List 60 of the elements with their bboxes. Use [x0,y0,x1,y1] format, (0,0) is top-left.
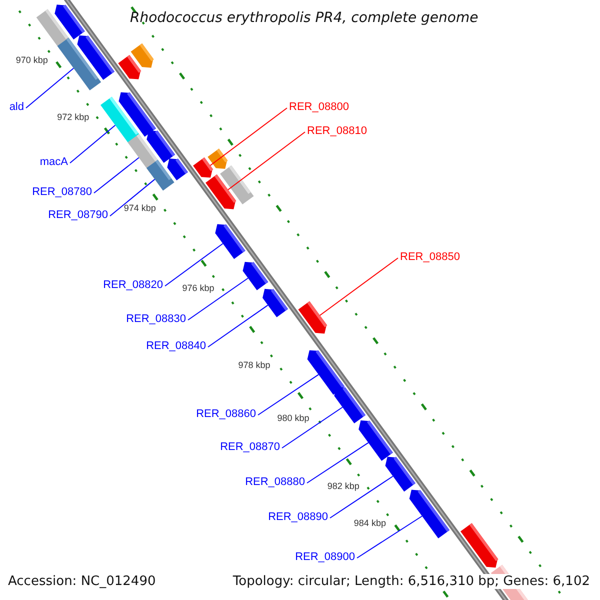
gene-block [242,262,268,290]
scale-label: 984 kbp [354,518,386,528]
leader-line [356,516,423,558]
leader-line [188,278,249,320]
gene-label: RER_08900 [295,551,355,564]
gene-block [118,92,156,137]
gene-label: RER_08890 [268,511,328,524]
gene-label: RER_08840 [146,340,206,353]
gene-block [358,420,393,461]
leader-line [282,406,343,448]
gene-label: RER_08880 [245,476,305,489]
scale-label: 972 kbp [57,112,90,122]
leader-line [228,132,306,190]
scale-label: 978 kbp [238,360,270,370]
leader-line [164,243,224,286]
gene-label: RER_08860 [196,408,256,421]
gene-label: RER_08790 [48,209,108,222]
leader-line [94,157,140,194]
gene-label: RER_08850 [400,251,460,264]
gene-block [298,301,328,334]
gene-label: RER_08870 [220,441,280,454]
gene-label: RER_08780 [32,186,92,199]
leader-line [26,68,74,108]
gene-block [460,523,498,568]
gene-block [54,4,85,40]
gene-label: macA [40,156,68,169]
scale-label: 980 kbp [277,412,310,423]
leader-line [330,476,394,518]
leader-line [306,442,369,484]
gene-block [118,54,142,80]
leader-line [258,374,320,416]
gene-block [334,386,366,424]
leader-line [210,108,288,166]
title: Rhodococcus erythropolis PR4, complete genome [130,10,478,26]
gene-label: RER_08820 [103,279,163,292]
scale-label: 982 kbp [327,481,360,492]
gene-block [146,130,176,163]
gene-block [193,157,214,178]
gene-label: RER_08800 [289,101,349,114]
gene-block [307,350,345,395]
gene-block [409,490,450,538]
gene-block [208,148,228,169]
gene-block [167,158,188,180]
genome-info-label: Topology: circular; Length: 6,516,310 bp; Genes: 6,102 [230,574,592,589]
leader-line [110,178,156,216]
gene-box [220,165,254,204]
gene-label: RER_08810 [307,125,367,138]
scale-label: 976 kbp [182,282,214,293]
accession-label: Accession: NC_012490 [8,574,156,589]
gene-block [385,456,416,492]
leader-line [208,304,268,348]
scale-label: 970 kbp [16,55,48,66]
gene-label: ald [9,101,24,114]
leader-line [319,258,398,316]
gene-label: RER_08830 [126,313,186,326]
scale-label: 974 kbp [124,203,156,214]
leader-line [70,124,116,164]
gene-block [215,224,246,259]
gene-block [77,35,114,80]
gene-block [262,288,288,318]
